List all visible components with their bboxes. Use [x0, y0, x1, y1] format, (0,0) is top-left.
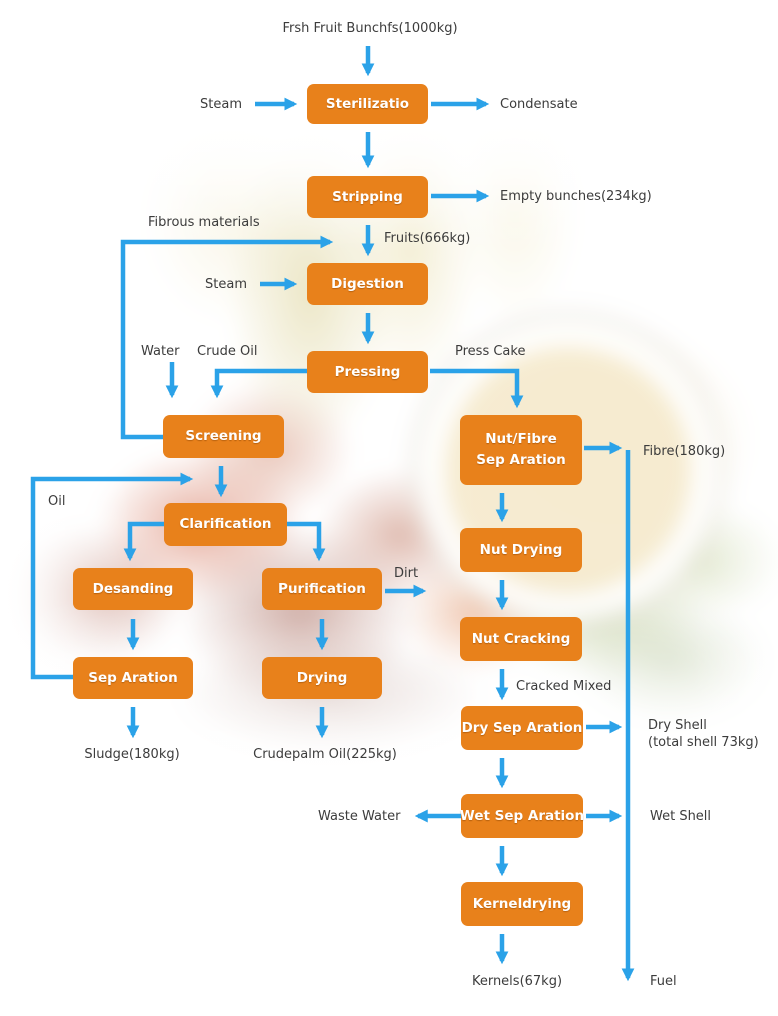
- arrow-clarification-to-purification: [287, 521, 326, 562]
- label-fuel: Fuel: [650, 974, 677, 989]
- node-nut-drying: Nut Drying: [460, 528, 582, 572]
- node-drying: Drying: [262, 657, 382, 699]
- node-label: Sterilizatio: [325, 95, 410, 112]
- label-oil: Oil: [48, 494, 66, 509]
- label-kernels: Kernels(67kg): [471, 974, 563, 989]
- node-label: Kerneldrying: [472, 895, 572, 912]
- node-label: Clarification: [179, 516, 272, 533]
- node-label: Screening: [185, 428, 262, 445]
- label-sludge: Sludge(180kg): [84, 747, 180, 762]
- node-label: Nut Drying: [479, 541, 563, 558]
- label-fibrous-materials: Fibrous materials: [148, 215, 260, 230]
- node-label: Stripping: [332, 188, 403, 205]
- node-label-line1: Nut/Fibre: [485, 431, 557, 448]
- label-waste-water: Waste Water: [318, 809, 401, 824]
- arrow-press-cake-to-nut-fibre: [430, 368, 524, 409]
- node-label: Nut Cracking: [471, 630, 571, 647]
- node-label: Sep Aration: [88, 669, 178, 686]
- arrow-crude-oil-to-screening: [210, 368, 308, 399]
- node-pressing: Pressing: [307, 351, 428, 393]
- node-nut-fibre-sep-aration: Nut/Fibre Sep Aration: [460, 415, 582, 485]
- node-label: Purification: [278, 580, 366, 597]
- node-screening: Screening: [163, 415, 284, 458]
- node-label: Wet Sep Aration: [459, 807, 585, 824]
- arrow-clarification-to-desanding: [123, 521, 165, 562]
- label-condensate: Condensate: [500, 97, 578, 112]
- arrow-fibrous-materials-recycle: [120, 235, 334, 440]
- label-dry-shell-line2: (total shell 73kg): [648, 735, 759, 750]
- label-steam-sterilization: Steam: [200, 97, 242, 112]
- node-stripping: Stripping: [307, 176, 428, 218]
- node-clarification: Clarification: [164, 503, 287, 546]
- node-wet-sep-aration: Wet Sep Aration: [459, 794, 585, 838]
- label-fruits: Fruits(666kg): [384, 231, 471, 246]
- label-dry-shell-line1: Dry Shell: [648, 718, 707, 733]
- node-label: Dry Sep Aration: [461, 719, 583, 736]
- label-dirt: Dirt: [394, 566, 419, 581]
- node-label: Desanding: [92, 580, 174, 597]
- label-crude-palm-oil: Crudepalm Oil(225kg): [253, 747, 397, 762]
- node-dry-sep-aration: Dry Sep Aration: [461, 706, 583, 750]
- node-label-line2: Sep Aration: [476, 452, 566, 468]
- node-purification: Purification: [262, 568, 382, 610]
- node-kernel-drying: Kerneldrying: [461, 882, 583, 926]
- label-cracked-mixed: Cracked Mixed: [516, 679, 612, 694]
- arrow-oil-recycle: [30, 472, 194, 680]
- node-sep-aration: Sep Aration: [73, 657, 193, 699]
- node-digestion: Digestion: [307, 263, 428, 305]
- node-sterilization: Sterilizatio: [307, 84, 428, 124]
- label-press-cake: Press Cake: [455, 344, 526, 359]
- label-fibre: Fibre(180kg): [643, 444, 726, 459]
- label-wet-shell: Wet Shell: [650, 809, 712, 824]
- node-label: Drying: [296, 669, 348, 686]
- node-desanding: Desanding: [73, 568, 193, 610]
- label-crude-oil: Crude Oil: [197, 344, 258, 359]
- label-fresh-fruit-bunches: Frsh Fruit Bunchfs(1000kg): [282, 21, 458, 36]
- label-water: Water: [141, 344, 180, 359]
- node-nut-cracking: Nut Cracking: [460, 617, 582, 661]
- node-label: Digestion: [331, 275, 404, 292]
- node-label: Pressing: [334, 363, 401, 380]
- label-steam-digestion: Steam: [205, 277, 247, 292]
- label-empty-bunches: Empty bunches(234kg): [500, 189, 652, 204]
